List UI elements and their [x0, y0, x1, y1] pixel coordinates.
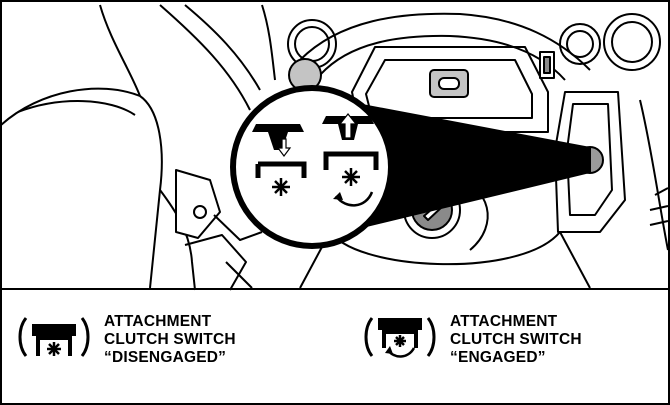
snowflake-icon: [342, 168, 360, 186]
snowflake-icon: [272, 178, 290, 196]
engaged-symbol: [322, 113, 379, 207]
legend-engaged-line-2: CLUTCH SWITCH: [450, 331, 582, 348]
legend-disengaged: ATTACHMENT CLUTCH SWITCH “DISENGAGED”: [16, 313, 236, 367]
disengaged-symbol: [252, 124, 307, 196]
legend-disengaged-line-2: CLUTCH SWITCH: [104, 331, 236, 348]
clutch-switch-engaged-icon: [364, 317, 436, 358]
rotation-arrow-icon: [333, 192, 343, 200]
legend-engaged: ATTACHMENT CLUTCH SWITCH “ENGAGED”: [362, 313, 582, 367]
legend-engaged-line-3: “ENGAGED”: [450, 349, 546, 366]
legend-engaged-line-1: ATTACHMENT: [450, 313, 558, 330]
clutch-switch-disengaged-icon: [18, 317, 90, 357]
legend-disengaged-line-1: ATTACHMENT: [104, 313, 212, 330]
callout-magnifier: [230, 85, 591, 249]
legend-disengaged-line-3: “DISENGAGED”: [104, 349, 227, 366]
